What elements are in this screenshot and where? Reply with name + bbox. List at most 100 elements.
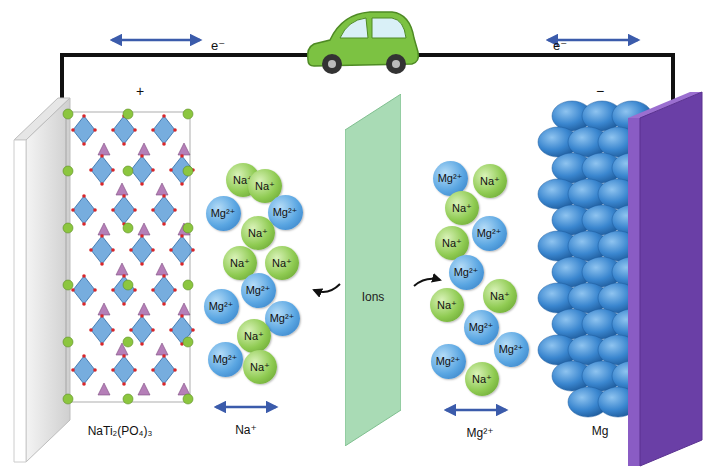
- anode-plate-edge: [628, 118, 640, 466]
- oxygen-atom: [162, 302, 166, 306]
- oxygen-atom: [100, 154, 104, 158]
- octahedron: [131, 236, 153, 264]
- tetrahedron: [178, 303, 190, 315]
- oxygen-atom: [71, 368, 75, 372]
- polarity-sign: +: [136, 84, 144, 99]
- ion-arrow: [446, 409, 506, 412]
- oxygen-atom: [89, 248, 93, 252]
- ion-circle: Mg²⁺: [204, 289, 239, 324]
- oxygen-atom: [162, 382, 166, 386]
- oxygen-atom: [151, 368, 155, 372]
- ion-circle: Mg²⁺: [206, 196, 241, 231]
- sodium-atom: [63, 109, 73, 119]
- oxygen-atom: [162, 114, 166, 118]
- electron-arrow: [112, 39, 200, 42]
- sodium-atom: [183, 166, 193, 176]
- sodium-atom: [183, 394, 193, 404]
- octahedron: [153, 116, 175, 144]
- oxygen-atom: [191, 248, 195, 252]
- octahedron: [113, 116, 135, 144]
- oxygen-atom: [111, 128, 115, 132]
- ion-flow-arrow: [414, 279, 440, 286]
- oxygen-atom: [173, 368, 177, 372]
- sodium-atom: [183, 109, 193, 119]
- tetrahedron: [178, 383, 190, 395]
- ion-flow-arrow: [314, 284, 340, 292]
- ion-label: Na⁺: [272, 258, 292, 269]
- oxygen-atom: [180, 262, 184, 266]
- oxygen-atom: [100, 314, 104, 318]
- ion-circle: Mg²⁺: [494, 332, 529, 367]
- oxygen-atom: [162, 142, 166, 146]
- octahedron: [91, 156, 113, 184]
- oxygen-atom: [151, 128, 155, 132]
- octahedron: [131, 156, 153, 184]
- electron-label: e⁻: [211, 39, 225, 53]
- oxygen-atom: [180, 182, 184, 186]
- oxygen-atom: [111, 328, 115, 332]
- tetrahedron: [138, 303, 150, 315]
- oxygen-atom: [151, 168, 155, 172]
- oxygen-atom: [82, 142, 86, 146]
- ion-arrow: [216, 406, 276, 409]
- oxygen-atom: [133, 208, 137, 212]
- tetrahedron: [138, 223, 150, 235]
- ion-label: Mg²⁺: [246, 285, 271, 296]
- oxygen-atom: [140, 182, 144, 186]
- octahedron: [131, 316, 153, 344]
- oxygen-atom: [82, 382, 86, 386]
- separator-shape: [345, 94, 401, 446]
- ion-flow-label: Na⁺: [235, 424, 257, 437]
- oxygen-atom: [151, 248, 155, 252]
- oxygen-atom: [111, 248, 115, 252]
- ion-circle: Na⁺: [265, 246, 299, 280]
- ion-label: Mg²⁺: [469, 322, 494, 333]
- oxygen-atom: [162, 354, 166, 358]
- oxygen-atom: [162, 274, 166, 278]
- octahedron: [113, 356, 135, 384]
- oxygen-atom: [169, 328, 173, 332]
- separator-outline: [345, 94, 401, 446]
- ion-circle: Na⁺: [237, 319, 271, 353]
- ion-circle: Na⁺: [465, 362, 499, 396]
- tetrahedron: [98, 303, 110, 315]
- oxygen-atom: [180, 314, 184, 318]
- tetrahedron: [116, 263, 128, 275]
- ion-label: Mg²⁺: [438, 173, 463, 184]
- ion-circle: Na⁺: [445, 191, 479, 225]
- oxygen-atom: [93, 128, 97, 132]
- ion-label: Na⁺: [230, 258, 250, 269]
- octahedron: [153, 276, 175, 304]
- oxygen-atom: [162, 222, 166, 226]
- ion-label: Mg²⁺: [477, 228, 502, 239]
- oxygen-atom: [82, 222, 86, 226]
- sodium-atom: [63, 337, 73, 347]
- tetrahedron: [98, 223, 110, 235]
- ion-circle: Na⁺: [241, 216, 275, 250]
- sodium-atom: [123, 337, 133, 347]
- oxygen-atom: [173, 128, 177, 132]
- oxygen-atom: [129, 248, 133, 252]
- ion-label: Na⁺: [480, 176, 500, 187]
- oxygen-atom: [140, 314, 144, 318]
- ion-circle: Mg²⁺: [472, 216, 507, 251]
- oxygen-atom: [140, 154, 144, 158]
- electrode-label: NaTi₂(PO₄)₃: [88, 425, 153, 438]
- oxygen-atom: [111, 168, 115, 172]
- oxygen-atom: [93, 208, 97, 212]
- separator-label: Ions: [345, 290, 401, 304]
- octahedron: [113, 196, 135, 224]
- oxygen-atom: [82, 114, 86, 118]
- ion-label: Na⁺: [244, 331, 264, 342]
- tetrahedron: [156, 263, 168, 275]
- oxygen-atom: [82, 302, 86, 306]
- tetrahedron: [138, 143, 150, 155]
- ion-label: Mg²⁺: [499, 344, 524, 355]
- ion-circle: Na⁺: [243, 350, 277, 384]
- ion-label: Na⁺: [255, 181, 275, 192]
- oxygen-atom: [133, 368, 137, 372]
- oxygen-atom: [180, 154, 184, 158]
- sodium-atom: [123, 280, 133, 290]
- tetrahedron: [138, 383, 150, 395]
- ion-circle: Na⁺: [473, 164, 507, 198]
